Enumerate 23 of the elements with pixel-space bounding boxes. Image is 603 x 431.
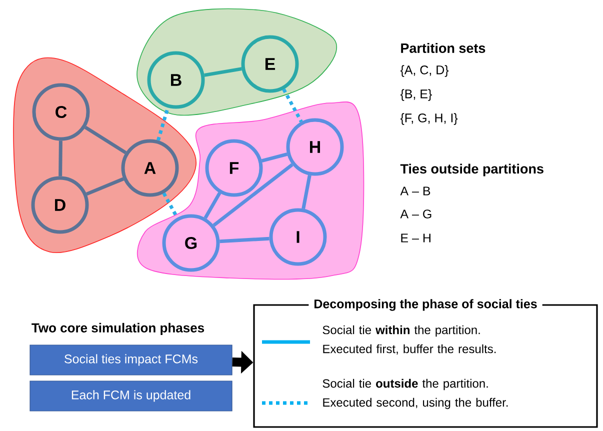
tie-line xyxy=(282,88,303,123)
list-item: {F, G, H, I} xyxy=(400,113,458,125)
tie-line xyxy=(220,236,270,244)
tie-line xyxy=(261,152,288,162)
tie-line xyxy=(204,192,222,219)
list-item: A – B xyxy=(400,186,430,196)
tie-line xyxy=(302,174,312,210)
tie-line xyxy=(58,140,62,176)
heading: Ties outside partitions xyxy=(400,164,544,176)
phase-box: Each FCM is updated xyxy=(30,380,232,412)
tie-line xyxy=(86,177,124,196)
phase-box: Social ties impact FCMs xyxy=(30,344,232,376)
heading: Partition sets xyxy=(401,43,486,53)
list-item: A – G xyxy=(400,210,432,218)
list-item: E – H xyxy=(401,234,430,242)
list-item: {B, E} xyxy=(400,89,432,101)
list-item: {A, C, D} xyxy=(400,65,449,77)
tie-line xyxy=(156,107,170,141)
tie-line xyxy=(204,67,242,77)
tie-line xyxy=(212,163,294,227)
legend-text: Social tie outside the partition. Executed second, using the buffer. xyxy=(322,378,508,410)
tie-line xyxy=(84,126,127,154)
legend-text: Social tie within the partition. Executed first, buffer the results. xyxy=(322,325,496,355)
